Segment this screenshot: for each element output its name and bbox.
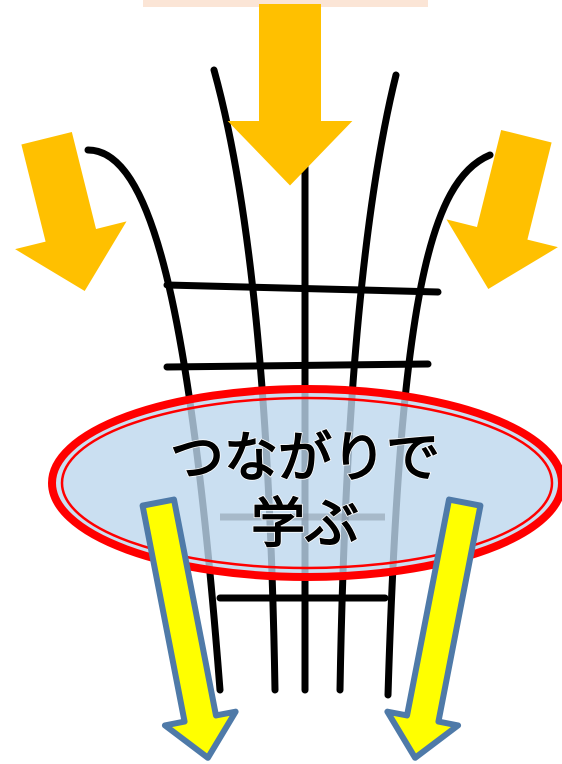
center-label-line2: 学ぶ [251, 492, 359, 555]
output-arrow-left [139, 496, 239, 761]
top-box [143, 0, 428, 7]
left-arrow [15, 131, 127, 291]
center-label-line1: つながりで [170, 426, 440, 489]
top-arrow [227, 4, 353, 186]
right-arrow [446, 129, 558, 289]
basket-crossbar-1 [163, 281, 442, 296]
basket-crossbar-2 [163, 360, 432, 371]
output-arrow-right [384, 496, 484, 761]
output-arrows [139, 496, 484, 761]
input-arrows [15, 4, 558, 291]
